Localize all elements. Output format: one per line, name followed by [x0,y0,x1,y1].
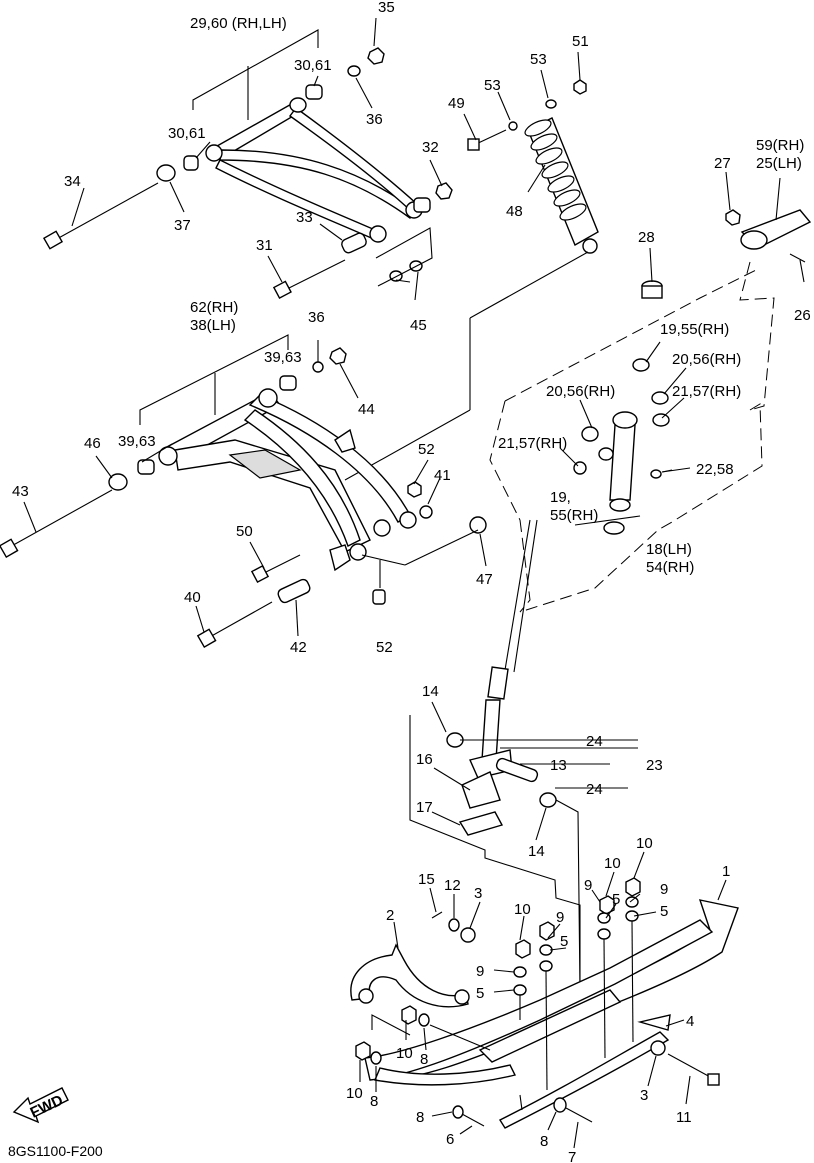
callout-2: 2 [386,907,394,924]
callout-25-lh: 25(LH) [756,155,802,172]
callout-24-a: 24 [586,733,603,750]
callout-10-e: 10 [346,1085,363,1102]
callout-20-56-b: 20,56(RH) [546,383,615,400]
callout-4: 4 [686,1013,694,1030]
callout-10-c: 10 [514,901,531,918]
callout-37: 37 [174,217,191,234]
callout-30-61-a: 30,61 [294,57,332,74]
callout-27: 27 [714,155,731,172]
callout-9-d: 9 [476,963,484,980]
callout-38-lh: 38(LH) [190,317,236,334]
callout-19-b: 19, [550,489,571,506]
callout-labels: 29,60 (RH,LH) 35 30,61 36 30,61 32 34 37… [8,0,811,1163]
callout-18-lh: 18(LH) [646,541,692,558]
callout-5-c: 5 [560,933,568,950]
diagram-code: 8GS1100-F200 [8,1143,103,1159]
callout-33: 33 [296,209,313,226]
callout-20-56-a: 20,56(RH) [672,351,741,368]
callout-1: 1 [722,863,730,880]
callout-19-55-a: 19,55(RH) [660,321,729,338]
callout-50: 50 [236,523,253,540]
callout-59-rh: 59(RH) [756,137,804,154]
callout-13: 13 [550,757,567,774]
callout-8-c: 8 [416,1109,424,1126]
callout-39-63-b: 39,63 [118,433,156,450]
callout-7: 7 [568,1149,576,1163]
callout-42: 42 [290,639,307,656]
callout-9-b: 9 [660,881,668,898]
callout-46: 46 [84,435,101,452]
callout-10-d: 10 [396,1045,413,1062]
shock-absorber [344,79,599,481]
callout-15: 15 [418,871,435,888]
callout-32: 32 [422,139,439,156]
callout-5-d: 5 [476,985,484,1002]
callout-52-b: 52 [376,639,393,656]
callout-31: 31 [256,237,273,254]
callout-5-a: 5 [612,891,620,908]
fwd-arrow: FWD [12,1087,69,1124]
callout-30-61-b: 30,61 [168,125,206,142]
callout-36-b: 36 [308,309,325,326]
callout-35: 35 [378,0,395,16]
callout-16: 16 [416,751,433,768]
callout-8-a: 8 [420,1051,428,1068]
ski-assembly [350,877,739,1129]
front-arm-group [42,29,453,301]
callout-5-b: 5 [660,903,668,920]
rocker-arm [725,209,812,263]
callout-47: 47 [476,571,493,588]
callout-40: 40 [184,589,201,606]
callout-24-b: 24 [586,781,603,798]
steering-shaft [409,519,638,991]
callout-3-b: 3 [640,1087,648,1104]
callout-10-b: 10 [604,855,621,872]
callout-53-a: 53 [484,77,501,94]
callout-54-rh: 54(RH) [646,559,694,576]
callout-36-a: 36 [366,111,383,128]
callout-21-57-a: 21,57(RH) [672,383,741,400]
callout-51: 51 [572,33,589,50]
callout-3-a: 3 [474,885,482,902]
callout-8-d: 8 [540,1133,548,1150]
leader-lines [23,17,805,1149]
callout-52-a: 52 [418,441,435,458]
callout-14-b: 14 [528,843,545,860]
steering-column-group [489,261,775,613]
callout-49: 49 [448,95,465,112]
callout-26: 26 [794,307,811,324]
callout-14-a: 14 [422,683,439,700]
callout-21-57-b: 21,57(RH) [498,435,567,452]
callout-48: 48 [506,203,523,220]
rear-arm-group [0,334,487,649]
callout-10-a: 10 [636,835,653,852]
callout-6: 6 [446,1131,454,1148]
callout-55-rh-b: 55(RH) [550,507,598,524]
callout-45: 45 [410,317,427,334]
callout-22-58: 22,58 [696,461,734,478]
callout-9-a: 9 [584,877,592,894]
callout-11: 11 [676,1109,692,1126]
callout-17: 17 [416,799,433,816]
callout-29-60: 29,60 (RH,LH) [190,15,287,32]
callout-34: 34 [64,173,81,190]
callout-62-rh: 62(RH) [190,299,238,316]
callout-8-b: 8 [370,1093,378,1110]
callout-53-b: 53 [530,51,547,68]
callout-28: 28 [638,229,655,246]
callout-39-63-a: 39,63 [264,349,302,366]
callout-41: 41 [434,467,451,484]
callout-23: 23 [646,757,663,774]
callout-44: 44 [358,401,375,418]
callout-9-c: 9 [556,909,564,926]
callout-43: 43 [12,483,29,500]
callout-12: 12 [444,877,461,894]
